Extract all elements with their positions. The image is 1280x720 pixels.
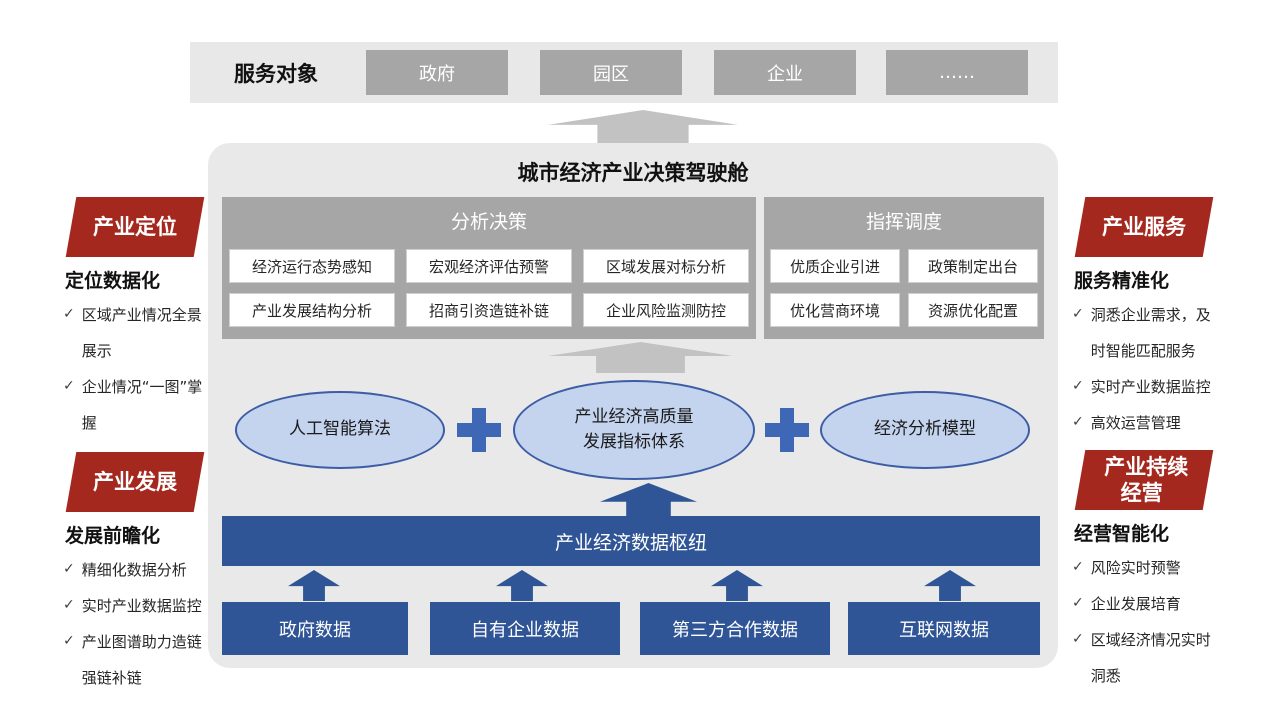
analysis-item: 经济运行态势感知 (229, 249, 395, 283)
section-command-header: 指挥调度 (865, 211, 942, 233)
check-icon: ✓ (63, 306, 75, 322)
service-target-enterprise: 企业 (714, 50, 856, 95)
check-item: ✓ 企业情况“一图”掌握 (63, 369, 218, 441)
ellipse-label: 人工智能算法 (289, 419, 391, 440)
command-item: 资源优化配置 (908, 293, 1038, 327)
command-item: 优质企业引进 (770, 249, 900, 283)
check-item: ✓ 区域产业情况全景展示 (63, 297, 218, 369)
panel-heading: 经营智能化 (1074, 523, 1170, 545)
check-icon: ✓ (63, 561, 75, 577)
service-target-government: 政府 (366, 50, 508, 95)
panel-heading: 服务精准化 (1074, 270, 1170, 292)
section-analysis-header: 分析决策 (450, 211, 527, 233)
service-target-more: …… (886, 50, 1028, 95)
check-item-label: 高效运营管理 (1090, 414, 1181, 432)
check-icon: ✓ (1072, 414, 1084, 430)
check-item: ✓ 企业发展培育 (1072, 586, 1230, 622)
check-item: ✓ 实时产业数据监控 (63, 588, 218, 624)
up-arrow-icon (496, 570, 548, 601)
analysis-item: 宏观经济评估预警 (406, 249, 572, 283)
ellipse-label: 产业经济高质量 (574, 406, 694, 427)
ellipse-ai-algorithm: 人工智能算法 (235, 391, 445, 469)
check-icon: ✓ (1072, 378, 1084, 394)
ellipse-economic-model: 经济分析模型 (820, 391, 1030, 469)
analysis-item: 区域发展对标分析 (583, 249, 749, 283)
check-item-label: 实时产业数据监控 (1090, 378, 1211, 396)
check-item-label: 区域经济情况实时洞悉 (1090, 631, 1211, 685)
banner-label: 产业服务 (1102, 214, 1186, 239)
panel-heading: 发展前瞻化 (65, 525, 161, 547)
check-item: ✓ 实时产业数据监控 (1072, 369, 1230, 405)
check-item-label: 企业情况“一图”掌握 (81, 378, 203, 432)
check-icon: ✓ (1072, 631, 1084, 647)
check-item-label: 实时产业数据监控 (81, 597, 202, 615)
data-source-third-party: 第三方合作数据 (640, 602, 830, 655)
service-target-park: 园区 (540, 50, 682, 95)
check-item-label: 洞悉企业需求，及时智能匹配服务 (1090, 306, 1211, 360)
up-arrow-icon (548, 342, 733, 373)
check-item-label: 企业发展培育 (1090, 595, 1181, 613)
plus-icon (457, 408, 501, 452)
red-banner: 产业发展 (65, 452, 205, 512)
command-item: 政策制定出台 (908, 249, 1038, 283)
check-icon: ✓ (1072, 559, 1084, 575)
banner-label: 产业持续 (1104, 454, 1189, 479)
check-item: ✓ 产业图谱助力造链强链补链 (63, 624, 218, 696)
check-icon: ✓ (1072, 306, 1084, 322)
banner-label: 产业发展 (93, 469, 177, 494)
check-item: ✓ 区域经济情况实时洞悉 (1072, 622, 1230, 694)
cockpit-title: 城市经济产业决策驾驶舱 (517, 161, 749, 185)
up-arrow-icon (711, 570, 763, 601)
ellipse-indicator-system: 产业经济高质量 发展指标体系 (513, 380, 755, 480)
cockpit-container: 城市经济产业决策驾驶舱 分析决策 经济运行态势感知 宏观经济评估预警 区域发展对… (208, 143, 1058, 668)
section-command-dispatch: 指挥调度 优质企业引进 政策制定出台 优化营商环境 资源优化配置 (764, 197, 1044, 339)
command-item: 优化营商环境 (770, 293, 900, 327)
check-icon: ✓ (63, 597, 75, 613)
data-source-internet: 互联网数据 (848, 602, 1040, 655)
analysis-item: 招商引资造链补链 (406, 293, 572, 327)
service-target-label: 服务对象 (234, 61, 318, 86)
service-target-bar: 服务对象 政府 园区 企业 …… (190, 42, 1058, 103)
check-icon: ✓ (63, 378, 75, 394)
check-item-label: 产业图谱助力造链强链补链 (81, 633, 202, 687)
red-banner: 产业持续 经营 (1074, 450, 1214, 510)
analysis-item: 产业发展结构分析 (229, 293, 395, 327)
check-item-label: 区域产业情况全景展示 (81, 306, 202, 360)
section-analysis-decision: 分析决策 经济运行态势感知 宏观经济评估预警 区域发展对标分析 产业发展结构分析… (222, 197, 756, 339)
banner-label: 产业定位 (93, 214, 177, 239)
panel-sustainable-operation: 产业持续 经营 经营智能化 ✓ 风险实时预警 ✓ 企业发展培育 ✓ 区域经济情况… (1072, 450, 1230, 694)
check-item: ✓ 高效运营管理 (1072, 405, 1230, 441)
data-source-own-enterprise: 自有企业数据 (430, 602, 620, 655)
check-icon: ✓ (1072, 595, 1084, 611)
check-item-label: 精细化数据分析 (81, 561, 187, 579)
up-arrow-icon (600, 483, 697, 517)
panel-heading: 定位数据化 (65, 270, 161, 292)
check-item-label: 风险实时预警 (1090, 559, 1181, 577)
data-source-government: 政府数据 (222, 602, 408, 655)
ellipse-label: 发展指标体系 (583, 432, 685, 452)
panel-industry-positioning: 产业定位 定位数据化 ✓ 区域产业情况全景展示 ✓ 企业情况“一图”掌握 (63, 197, 218, 441)
data-hub-bar: 产业经济数据枢纽 (222, 516, 1040, 566)
up-arrow-icon (924, 570, 976, 601)
red-banner: 产业定位 (65, 197, 205, 257)
plus-icon (765, 408, 809, 452)
banner-label: 经营 (1120, 481, 1163, 505)
ellipse-label: 经济分析模型 (874, 419, 976, 440)
red-banner: 产业服务 (1074, 197, 1214, 257)
up-arrow-icon (288, 570, 340, 601)
analysis-item: 企业风险监测防控 (583, 293, 749, 327)
check-icon: ✓ (63, 633, 75, 649)
check-item: ✓ 精细化数据分析 (63, 552, 218, 588)
check-item: ✓ 洞悉企业需求，及时智能匹配服务 (1072, 297, 1230, 369)
panel-industry-development: 产业发展 发展前瞻化 ✓ 精细化数据分析 ✓ 实时产业数据监控 ✓ 产业图谱助力… (63, 452, 218, 696)
panel-industry-service: 产业服务 服务精准化 ✓ 洞悉企业需求，及时智能匹配服务 ✓ 实时产业数据监控 … (1072, 197, 1230, 441)
check-item: ✓ 风险实时预警 (1072, 550, 1230, 586)
up-arrow-icon (548, 110, 738, 143)
